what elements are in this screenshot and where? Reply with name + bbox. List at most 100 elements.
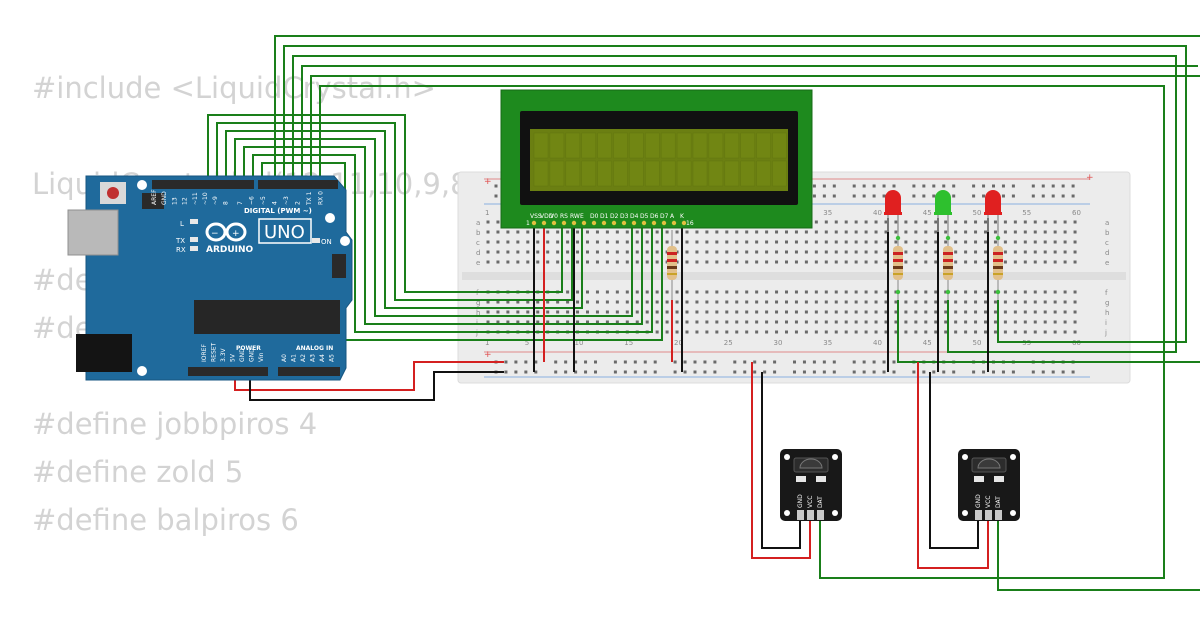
l-label: L — [180, 220, 184, 228]
arduino-pin-label: ~5 — [260, 196, 267, 205]
usb-port — [67, 209, 119, 256]
resistor — [893, 232, 903, 300]
lcd-pin-last: 16 — [686, 220, 694, 227]
header-top-left — [152, 180, 254, 189]
rx-label: RX — [176, 246, 186, 254]
lcd-pin-label: D7 — [660, 213, 669, 220]
digital-label: DIGITAL (PWM ~) — [244, 207, 312, 215]
column-number: 30 — [774, 339, 783, 347]
lcd-pin-label: D5 — [640, 213, 649, 220]
sensor-pin-label: DAT — [817, 496, 824, 508]
svg-text:−: − — [211, 229, 219, 239]
column-number: 10 — [575, 339, 584, 347]
power-label: POWER — [236, 345, 261, 352]
column-number: 1 — [485, 339, 489, 347]
column-number: 40 — [873, 209, 882, 217]
row-letter: c — [1105, 239, 1109, 247]
arduino-pin-label: ~11 — [192, 192, 199, 205]
led-red-right — [884, 190, 902, 232]
arduino-pin-label: A2 — [300, 354, 307, 362]
arduino-pin-label: Vin — [258, 352, 265, 362]
arduino-pin-label: A0 — [281, 354, 288, 362]
microcontroller-chip — [194, 300, 340, 334]
arduino-pin-label: ~10 — [202, 192, 209, 205]
lcd-pin-label: VSS — [530, 213, 542, 220]
arduino-pin-label: A4 — [319, 354, 326, 362]
lcd-pin-label: E — [580, 213, 584, 220]
row-letter: b — [1105, 229, 1110, 237]
column-number: 5 — [525, 339, 529, 347]
row-letter: a — [476, 219, 480, 227]
row-letter: i — [1105, 319, 1107, 327]
row-letter: d — [1105, 249, 1109, 257]
row-letter: c — [476, 239, 480, 247]
arduino-logo-icon: − + — [205, 222, 247, 242]
code-line-balpiros: #define balpiros 6 — [32, 503, 299, 537]
lcd-pin-label: D0 — [590, 213, 599, 220]
column-number: 25 — [724, 339, 733, 347]
header-top-right — [258, 180, 338, 189]
arduino-brand: ARDUINO — [206, 245, 254, 255]
leds — [884, 190, 1003, 300]
code-line-include: #include <LiquidCrystal.h> — [32, 71, 436, 105]
arduino-pin-label: 5V — [230, 353, 237, 362]
arduino-pin-label: TX 1 — [306, 191, 313, 206]
column-number: 40 — [873, 339, 882, 347]
resistor — [993, 232, 1003, 300]
column-number: 1 — [485, 209, 489, 217]
column-number: 45 — [923, 209, 932, 217]
row-letter: g — [476, 299, 480, 307]
arduino-pin-label: 12 — [182, 197, 189, 205]
arduino-pin-label: 3.3V — [220, 347, 227, 362]
arduino-pin-label: ~9 — [212, 196, 219, 205]
arduino-pin-label: GND — [239, 348, 246, 362]
code-line-jobbpiros: #define jobbpiros 4 — [32, 407, 318, 441]
header-power — [188, 367, 268, 376]
column-number: 15 — [624, 339, 633, 347]
row-letter: e — [476, 259, 480, 267]
arduino-pin-label: A5 — [329, 354, 336, 362]
column-number: 50 — [973, 339, 982, 347]
sensor-pin-label: GND — [975, 494, 982, 508]
row-letter: g — [1105, 299, 1109, 307]
sensor-pin-label: VCC — [807, 496, 814, 508]
arduino-pin-label: RX 0 — [318, 191, 325, 205]
resistor — [943, 232, 953, 300]
header-analog — [278, 367, 340, 376]
column-number: 50 — [973, 209, 982, 217]
lcd-pin-label: K — [680, 213, 685, 220]
lcd-pin-label: D1 — [600, 213, 609, 220]
arduino-pin-label: 13 — [171, 197, 178, 205]
row-letter: h — [476, 309, 480, 317]
lcd-pin-label: D4 — [630, 213, 639, 220]
code-line-zold: #define zold 5 — [32, 455, 244, 489]
lcd-pin-label: D3 — [620, 213, 629, 220]
code-line-define-a: #de — [32, 263, 93, 297]
lcd-character-cells — [533, 132, 787, 187]
arduino-model: UNO — [264, 222, 305, 243]
wires-green — [207, 35, 1200, 591]
column-number: 35 — [823, 209, 832, 217]
row-letter: d — [476, 249, 480, 257]
lcd-pin-label: RS — [560, 213, 568, 220]
analog-label: ANALOG IN — [296, 345, 333, 352]
tx-label: TX — [175, 237, 185, 245]
row-letter: b — [476, 229, 481, 237]
lcd-pin-label: VDD — [540, 213, 554, 220]
resistor-lcd — [667, 230, 677, 300]
sensor-pin-label: GND — [797, 494, 804, 508]
lcd-pin-first: 1 — [526, 220, 530, 227]
sensor-pin-label: VCC — [985, 496, 992, 508]
arduino-pin-label: GND — [249, 348, 256, 362]
arduino-pin-label: 2 — [295, 201, 302, 205]
svg-text:+: + — [484, 177, 492, 187]
column-number: 60 — [1072, 209, 1081, 217]
